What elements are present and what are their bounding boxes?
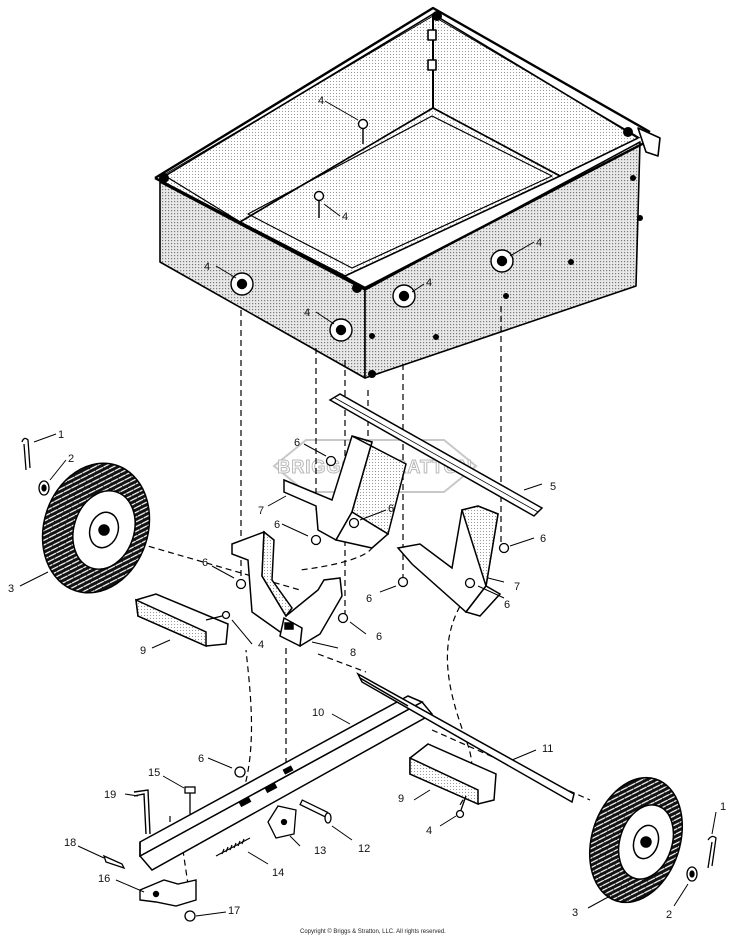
callout-3: 3: [8, 583, 14, 595]
callout-3: 3: [572, 907, 578, 919]
callout-4: 4: [536, 237, 542, 249]
axle: [356, 672, 575, 804]
spring-14: [215, 837, 251, 857]
callout-2: 2: [666, 909, 672, 921]
callout-4: 4: [258, 639, 264, 651]
callout-13: 13: [314, 845, 326, 857]
washer-left: [38, 480, 50, 496]
callout-1: 1: [58, 429, 64, 441]
callout-8: 8: [350, 647, 356, 659]
callout-1: 1: [720, 801, 726, 813]
callout-4: 4: [426, 825, 432, 837]
callout-19: 19: [104, 789, 116, 801]
callout-6: 6: [274, 519, 280, 531]
callout-6: 6: [540, 533, 546, 545]
hitch-pin-left: [21, 437, 31, 471]
callout-6: 6: [366, 593, 372, 605]
callout-labels: 4 4 4 4 4 4 1 2 3 6 5 7 6 6 6 6 7 6 6 9 …: [8, 95, 726, 921]
callout-9: 9: [398, 793, 404, 805]
bracket-upper-left: [283, 435, 407, 549]
latch-13: [267, 805, 297, 839]
lever-19: [133, 789, 151, 835]
wheel-left: [41, 462, 151, 594]
callout-2: 2: [68, 453, 74, 465]
handle-bracket-16: [139, 879, 197, 907]
callout-15: 15: [148, 767, 160, 779]
callout-7: 7: [514, 581, 520, 593]
callout-4: 4: [342, 211, 348, 223]
callout-12: 12: [358, 843, 370, 855]
carriage-bolts-hopper: [230, 118, 514, 342]
mounting-strap: [328, 393, 544, 517]
callout-6: 6: [376, 631, 382, 643]
callout-6: 6: [504, 599, 510, 611]
callout-17: 17: [228, 905, 240, 917]
clevis-pin-18: [102, 854, 126, 870]
bracket-upper-right: [396, 505, 502, 617]
callout-4: 4: [426, 277, 432, 289]
copyright-notice: Copyright © Briggs & Stratton, LLC. All …: [300, 929, 446, 935]
bolt-15: [184, 786, 196, 814]
callout-4: 4: [318, 95, 324, 107]
bracket-lower: [231, 530, 343, 648]
leader-lines: [19, 100, 717, 917]
callout-5: 5: [550, 481, 556, 493]
callout-9: 9: [140, 645, 146, 657]
callout-6: 6: [202, 557, 208, 569]
callout-10: 10: [312, 707, 324, 719]
callout-4: 4: [204, 261, 210, 273]
callout-6: 6: [294, 437, 300, 449]
hitch-pin-right: [707, 835, 717, 869]
shield-left: [135, 593, 229, 648]
callout-14: 14: [272, 867, 284, 879]
callout-7: 7: [258, 505, 264, 517]
carriage-bolt-12: [299, 799, 332, 824]
callout-6: 6: [198, 753, 204, 765]
small-bolts: [205, 610, 467, 819]
hopper-tub: [154, 6, 661, 379]
hex-nuts: [184, 455, 510, 922]
wheel-right: [588, 776, 684, 904]
callout-11: 11: [542, 743, 553, 755]
callout-4: 4: [304, 307, 310, 319]
callout-16: 16: [98, 873, 110, 885]
callout-18: 18: [64, 837, 76, 849]
washer-right: [686, 866, 698, 882]
main-frame: [138, 695, 434, 871]
shield-right: [409, 743, 497, 806]
hopper-corner-bolts: [159, 11, 643, 378]
callout-6: 6: [388, 503, 394, 515]
